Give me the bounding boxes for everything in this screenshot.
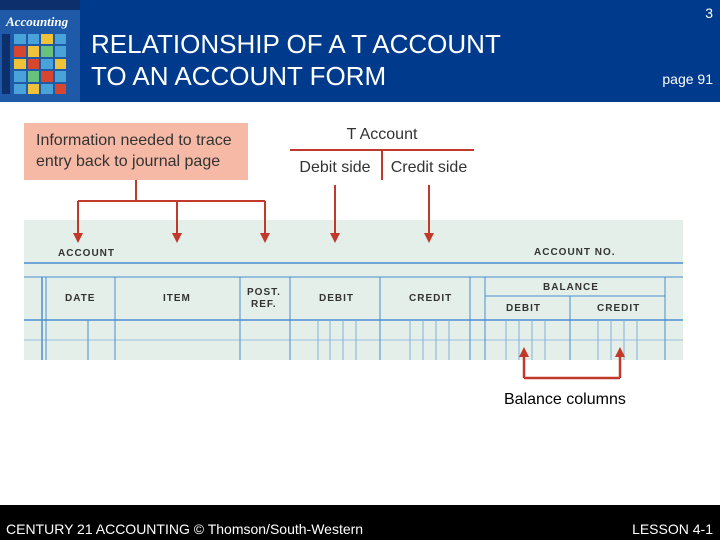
t-account-credit-label: Credit side (390, 159, 468, 176)
form-col-date: DATE (65, 293, 96, 304)
t-account-debit-label: Debit side (299, 159, 371, 176)
form-col-debit: DEBIT (319, 293, 354, 304)
balance-columns-bracket (519, 347, 625, 380)
form-col-item: ITEM (163, 293, 191, 304)
form-col-post-ref-2: REF. (251, 299, 277, 310)
book-cover-image: Accounting (0, 0, 80, 102)
book-cover-grid (14, 34, 66, 94)
t-account-arrows (330, 185, 434, 243)
page-reference: page 91 (662, 71, 713, 87)
slide-title-line1: RELATIONSHIP OF A T ACCOUNT (91, 29, 501, 59)
book-cover-band (0, 0, 80, 10)
footer-lesson: LESSON 4-1 (632, 521, 713, 537)
account-form-left-panel (24, 220, 485, 360)
form-account-label: ACCOUNT (58, 248, 115, 259)
t-account-title: T Account (346, 126, 418, 143)
t-account (290, 149, 474, 180)
book-cover-spine (2, 34, 10, 94)
slide-header: Accounting RELATIONSHIP OF A T ACCOUNT T… (0, 0, 720, 102)
info-box-arrows (73, 180, 270, 243)
info-box: Information needed to trace entry back t… (24, 123, 248, 180)
form-col-balance: BALANCE (543, 282, 599, 293)
form-col-balance-debit: DEBIT (506, 303, 541, 314)
form-col-balance-credit: CREDIT (597, 303, 641, 314)
slide-title: RELATIONSHIP OF A T ACCOUNT TO AN ACCOUN… (91, 28, 561, 92)
form-col-credit: CREDIT (409, 293, 453, 304)
book-cover-brand: Accounting (6, 14, 69, 29)
slide-footer: CENTURY 21 ACCOUNTING © Thomson/South-We… (0, 505, 720, 540)
slide-number: 3 (705, 5, 713, 21)
account-form (24, 220, 683, 360)
footer-copyright: CENTURY 21 ACCOUNTING © Thomson/South-We… (6, 521, 364, 537)
slide-title-line2: TO AN ACCOUNT FORM (91, 61, 387, 91)
form-account-no-label: ACCOUNT NO. (534, 247, 616, 258)
form-col-post-ref-1: POST. (247, 287, 281, 298)
balance-columns-label: Balance columns (504, 391, 626, 408)
info-box-line2: entry back to journal page (36, 153, 221, 170)
account-form-right-panel (485, 220, 683, 360)
info-box-line1: Information needed to trace (36, 132, 232, 149)
